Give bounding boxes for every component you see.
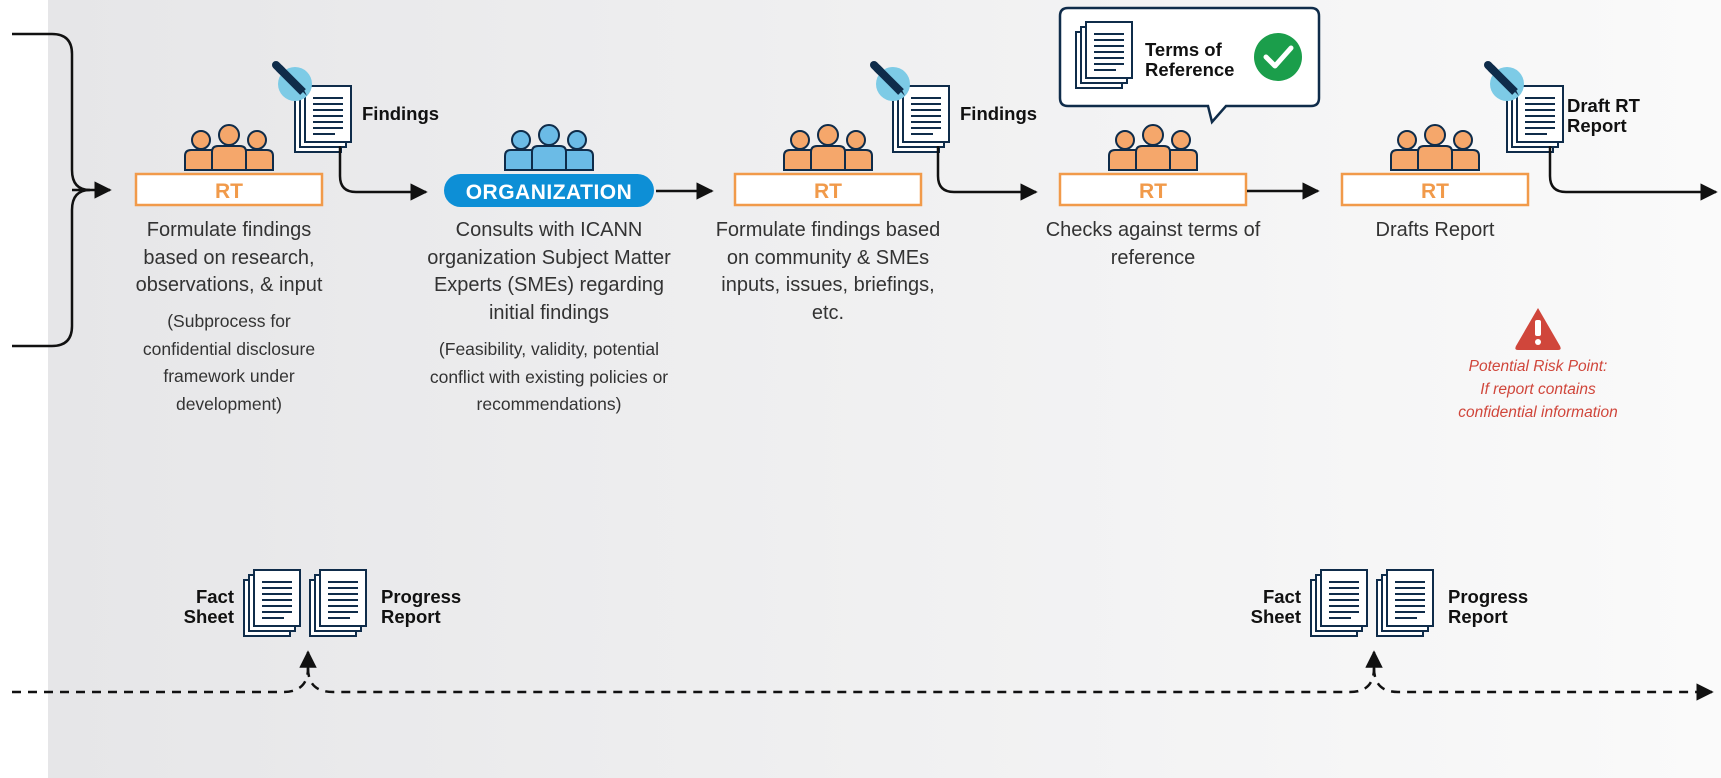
rt-badge-label: RT — [215, 180, 243, 203]
arrow-step3-step4 — [936, 146, 1038, 201]
step2-note: (Feasibility, validity, potential confli… — [429, 339, 669, 414]
rt-badge — [1340, 172, 1530, 207]
step1-description: Formulate findings based on research, ob… — [135, 219, 323, 296]
rt-badge — [733, 172, 923, 207]
check-mark-icon — [1263, 45, 1294, 69]
exclamation-dot — [1535, 339, 1541, 345]
step1-note: (Subprocess for confidential disclosure … — [142, 311, 316, 414]
terms-of-reference-label: Terms of Reference — [1145, 39, 1235, 80]
progress-report-document-icon — [1376, 569, 1434, 637]
fact-sheet-label: Fact Sheet — [1250, 586, 1301, 627]
risk-line-2: If report contains — [1480, 381, 1596, 398]
step2-description: Consults with ICANN organization Subject… — [427, 219, 671, 324]
arrow-step5-out — [1548, 146, 1718, 201]
organization-badge — [444, 174, 654, 207]
organization-team-icon — [504, 124, 594, 171]
terms-document-icon — [1075, 21, 1133, 89]
step3-description: Formulate findings based on community & … — [715, 219, 941, 324]
progress-report-document-icon — [309, 569, 367, 637]
rt-team-icon — [1390, 124, 1480, 171]
risk-line-3: confidential information — [1458, 404, 1618, 421]
arrow-step1-step2 — [338, 146, 428, 201]
rt-badge-label: RT — [814, 180, 842, 203]
organization-badge-label: ORGANIZATION — [466, 181, 633, 204]
draft-report-label: Draft RT Report — [1567, 95, 1640, 136]
rt-badge — [1058, 172, 1248, 207]
timeline-branch-2 — [306, 650, 1383, 694]
step5-description: Drafts Report — [1375, 219, 1495, 241]
rt-team-icon — [184, 124, 274, 171]
rt-badge-label: RT — [1421, 180, 1449, 203]
exclamation-mark — [1535, 320, 1541, 336]
findings-label: Findings — [362, 103, 440, 124]
fact-sheet-label: Fact Sheet — [183, 586, 234, 627]
risk-line-1: Potential Risk Point: — [1468, 358, 1608, 375]
rt-team-icon — [783, 124, 873, 171]
rt-badge-label: RT — [1139, 180, 1167, 203]
step4-description: Checks against terms of reference — [1045, 219, 1261, 269]
rt-badge — [134, 172, 324, 207]
timeline-arrow — [1372, 667, 1714, 701]
rt-team-icon — [1108, 124, 1198, 171]
findings-label: Findings — [960, 103, 1038, 124]
fact-sheet-document-icon — [243, 569, 301, 637]
progress-report-label: Progress Report — [381, 586, 462, 627]
progress-report-label: Progress Report — [1448, 586, 1529, 627]
check-circle-icon — [1254, 33, 1302, 81]
fact-sheet-document-icon — [1310, 569, 1368, 637]
risk-note: Potential Risk Point: If report contains… — [1418, 355, 1658, 424]
